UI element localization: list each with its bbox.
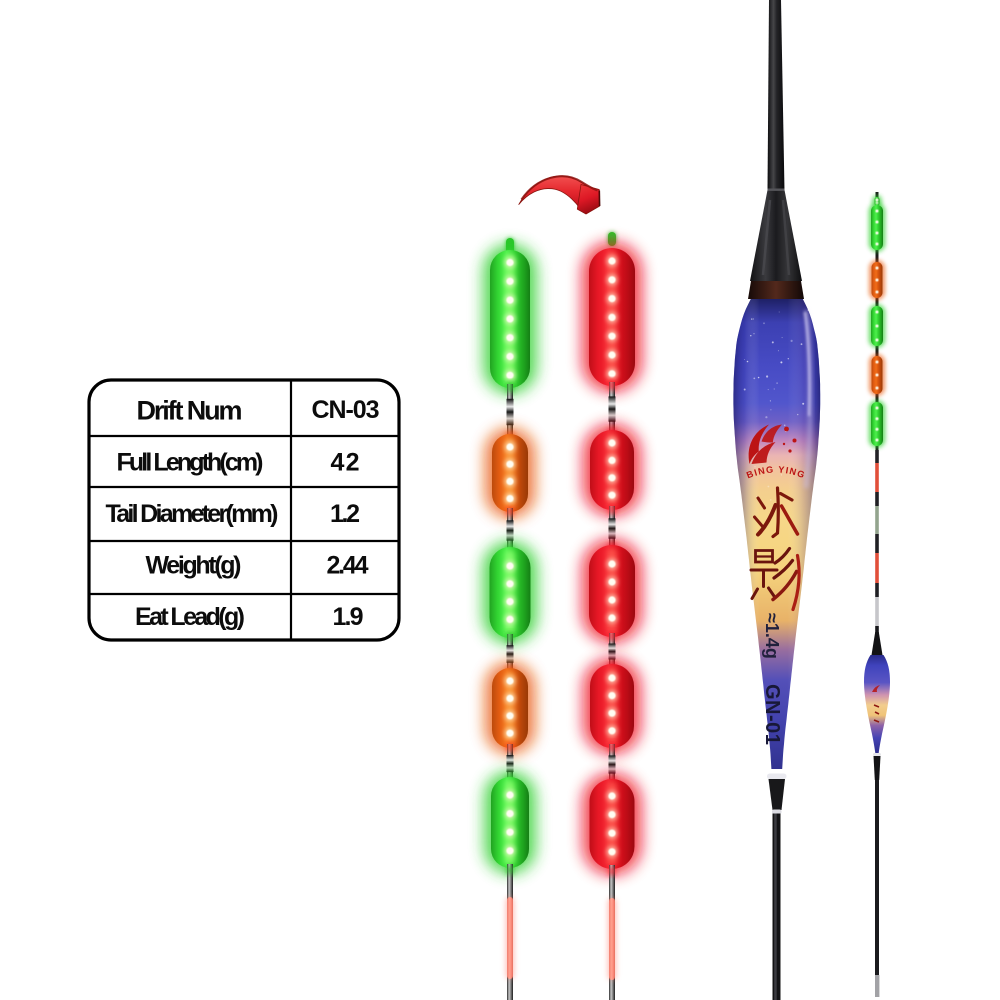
- svg-text:Weight(g): Weight(g): [146, 552, 242, 580]
- svg-text:Eat Lead(g): Eat Lead(g): [135, 603, 245, 631]
- svg-text:1.2: 1.2: [330, 500, 360, 528]
- svg-text:2.44: 2.44: [327, 552, 369, 580]
- svg-text:GN-01: GN-01: [761, 684, 783, 745]
- svg-text:CN-03: CN-03: [312, 396, 380, 424]
- svg-text:1.9: 1.9: [333, 603, 364, 631]
- svg-text:Tail Diameter(mm): Tail Diameter(mm): [106, 500, 279, 528]
- svg-text:≈1.4g: ≈1.4g: [762, 613, 782, 659]
- svg-text:Drift Num: Drift Num: [137, 396, 243, 426]
- svg-text:Full Length(cm): Full Length(cm): [117, 449, 264, 477]
- svg-text:42: 42: [331, 449, 360, 477]
